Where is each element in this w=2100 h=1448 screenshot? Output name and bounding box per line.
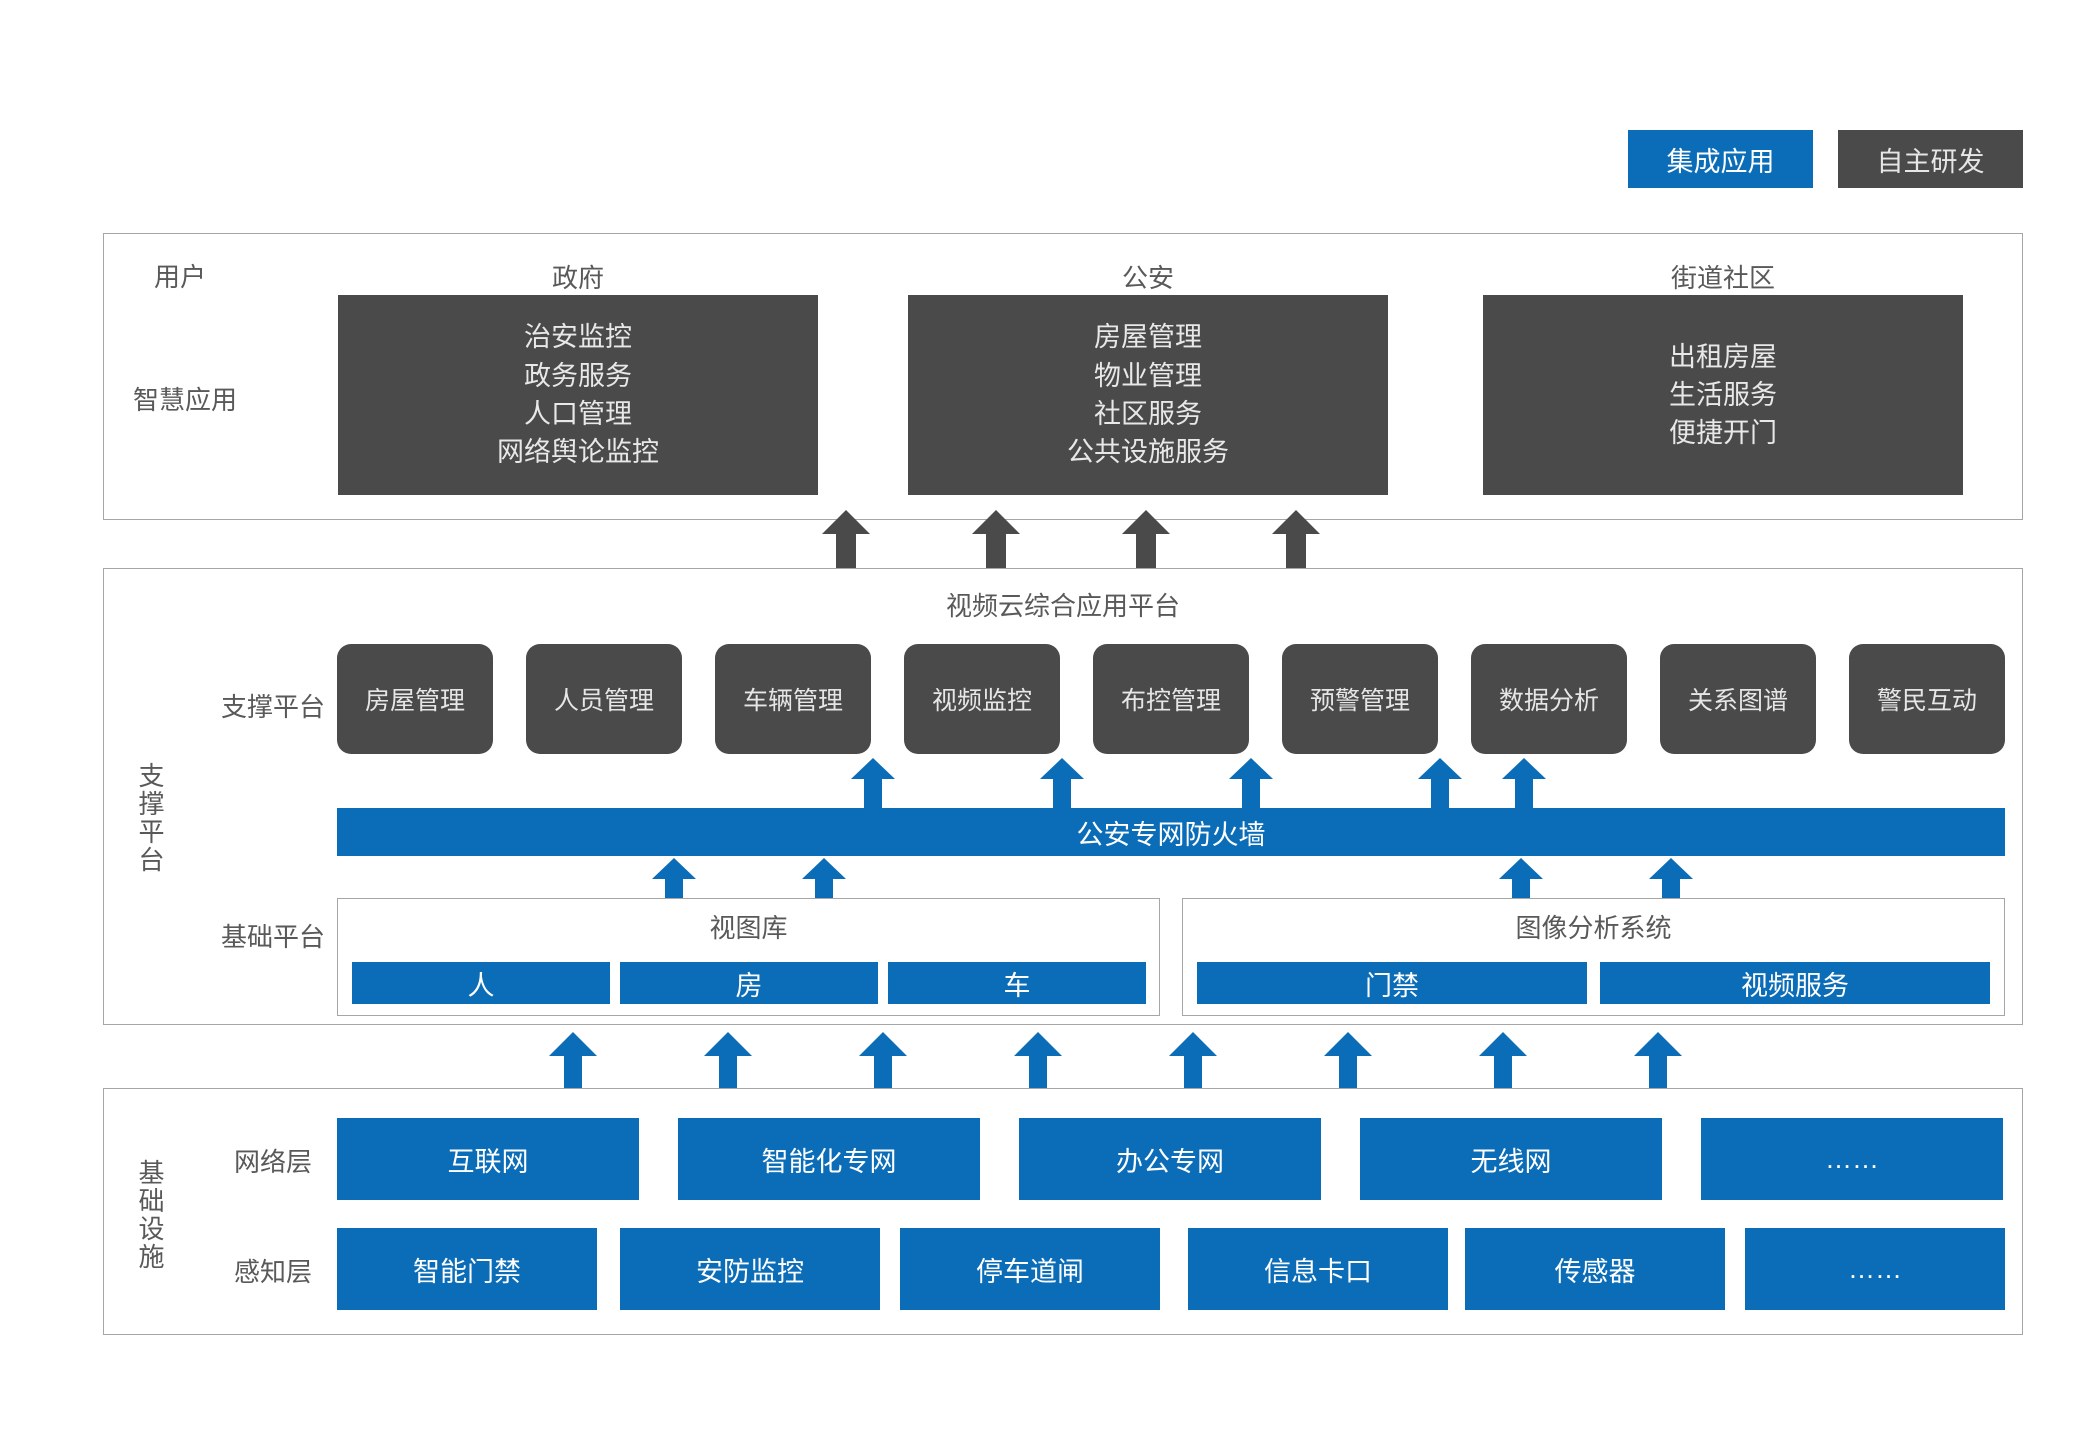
app-item: 政务服务	[524, 360, 632, 391]
base-item-access-control[interactable]: 门禁	[1197, 962, 1587, 1004]
base-item-house[interactable]: 房	[620, 962, 878, 1004]
network-item-intelligent-private-network[interactable]: 智能化专网	[678, 1118, 980, 1200]
app-item: 出租房屋	[1669, 341, 1777, 372]
network-item-office-private-network[interactable]: 办公专网	[1019, 1118, 1321, 1200]
app-group-title-public-security: 公安	[1121, 263, 1174, 293]
row-label-network-layer: 网络层	[233, 1146, 312, 1177]
support-module-deployment-control[interactable]: 布控管理	[1093, 644, 1249, 754]
legend-self-developed-label: 自主研发	[1876, 146, 1985, 177]
support-module-video-surveillance[interactable]: 视频监控	[904, 644, 1060, 754]
base-item-vehicle[interactable]: 车	[888, 962, 1146, 1004]
app-item: 房屋管理	[1094, 322, 1202, 353]
app-item: 公共设施服务	[1067, 437, 1229, 468]
row-label-users: 用户	[115, 255, 245, 295]
side-label-infrastructure: 基础设施	[135, 1159, 165, 1271]
app-item: 网络舆论监控	[497, 437, 659, 468]
base-group-title-image-analysis: 图像分析系统	[1515, 913, 1672, 943]
app-group-box-public-security[interactable]: 房屋管理 物业管理 社区服务 公共设施服务	[908, 295, 1388, 495]
legend-integrated-application: 集成应用	[1628, 130, 1813, 188]
support-module-data-analysis[interactable]: 数据分析	[1471, 644, 1627, 754]
support-module-early-warning[interactable]: 预警管理	[1282, 644, 1438, 754]
support-module-vehicle[interactable]: 车辆管理	[715, 644, 871, 754]
base-item-person[interactable]: 人	[352, 962, 610, 1004]
arrows-app-to-support	[822, 510, 1320, 570]
app-group-title-street-community: 街道社区	[1670, 263, 1775, 293]
support-platform-title: 视频云综合应用平台	[945, 591, 1180, 621]
firewall-bar: 公安专网防火墙	[337, 808, 2005, 856]
app-item: 人口管理	[524, 399, 632, 429]
sensing-item-smart-access-control[interactable]: 智能门禁	[337, 1228, 597, 1310]
app-item: 社区服务	[1094, 399, 1202, 429]
legend-integrated-label: 集成应用	[1666, 146, 1775, 177]
app-item: 物业管理	[1094, 360, 1202, 391]
network-item-internet[interactable]: 互联网	[337, 1118, 639, 1200]
row-label-smart-apps: 智慧应用	[105, 378, 265, 418]
arrows-infrastructure-to-base	[549, 1032, 1682, 1092]
app-group-box-street-community[interactable]: 出租房屋 生活服务 便捷开门	[1483, 295, 1963, 495]
row-label-support-platform: 支撑平台	[220, 691, 325, 722]
app-group-title-government: 政府	[551, 263, 604, 293]
base-item-video-service[interactable]: 视频服务	[1600, 962, 1990, 1004]
firewall-label: 公安专网防火墙	[1076, 819, 1266, 850]
side-label-support-platform: 支撑平台	[135, 761, 165, 874]
sensing-item-sensor[interactable]: 传感器	[1465, 1228, 1725, 1310]
arrows-base-to-firewall	[652, 858, 1693, 910]
app-group-box-government[interactable]: 治安监控 政务服务 人口管理 网络舆论监控	[338, 295, 818, 495]
row-label-base-platform: 基础平台	[220, 921, 325, 952]
row-label-smart-apps-text: 智慧应用	[132, 384, 237, 415]
support-module-personnel[interactable]: 人员管理	[526, 644, 682, 754]
network-item-more[interactable]: ……	[1701, 1118, 2003, 1200]
sensing-item-more[interactable]: ……	[1745, 1228, 2005, 1310]
support-module-housing[interactable]: 房屋管理	[337, 644, 493, 754]
row-label-sensing-layer: 感知层	[233, 1256, 312, 1287]
sensing-item-parking-barrier[interactable]: 停车道闸	[900, 1228, 1160, 1310]
app-item: 治安监控	[524, 322, 632, 353]
row-label-users-text: 用户	[153, 261, 206, 292]
arrows-firewall-to-modules	[851, 758, 1546, 810]
support-module-police-citizen-interaction[interactable]: 警民互动	[1849, 644, 2005, 754]
legend-self-developed: 自主研发	[1838, 130, 2023, 188]
base-group-title-view-library: 视图库	[709, 913, 788, 943]
network-item-wireless-network[interactable]: 无线网	[1360, 1118, 1662, 1200]
sensing-item-security-monitoring[interactable]: 安防监控	[620, 1228, 880, 1310]
app-item: 生活服务	[1669, 379, 1777, 410]
sensing-item-info-checkpoint[interactable]: 信息卡口	[1188, 1228, 1448, 1310]
app-item: 便捷开门	[1669, 418, 1777, 449]
support-module-relationship-graph[interactable]: 关系图谱	[1660, 644, 1816, 754]
